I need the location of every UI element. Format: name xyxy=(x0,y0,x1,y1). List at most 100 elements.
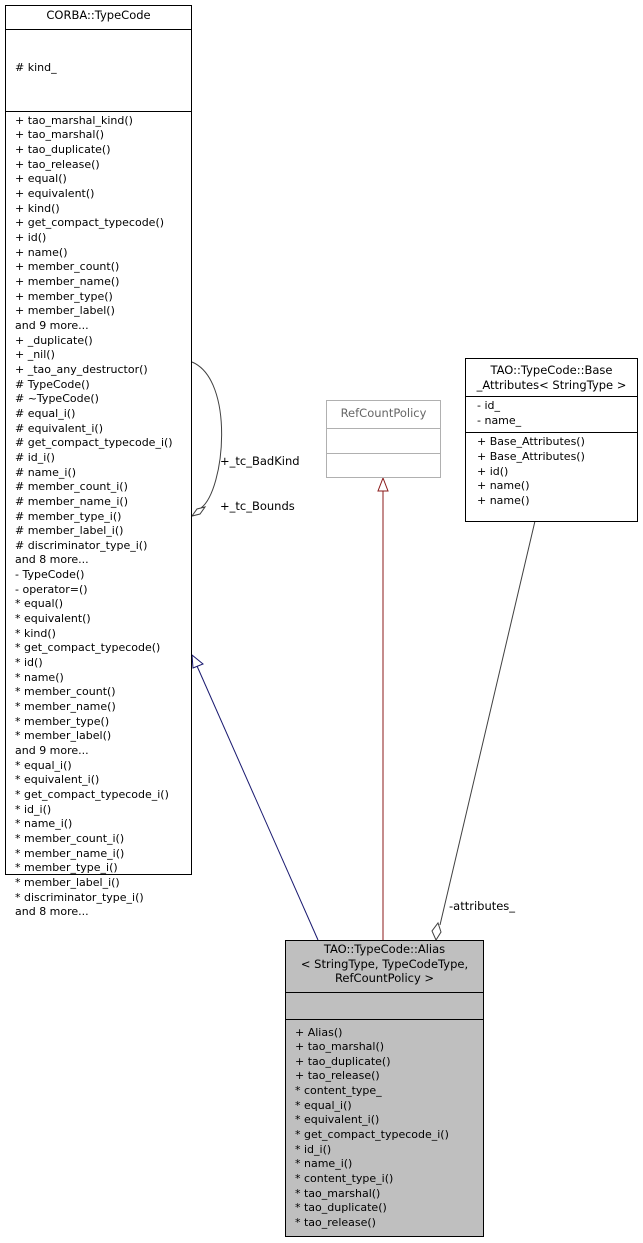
class-title: CORBA::TypeCode xyxy=(6,6,191,29)
operation-item: * discriminator_type_i() xyxy=(15,890,144,904)
class-title: TAO::TypeCode::Alias < StringType, TypeC… xyxy=(286,941,483,992)
operation-item: + _duplicate() xyxy=(15,333,93,347)
operation-item: + Alias() xyxy=(295,1025,343,1039)
operation-item: * member_name_i() xyxy=(15,846,125,860)
operation-item: * content_type_i() xyxy=(295,1172,394,1186)
operation-item: * kind() xyxy=(15,626,56,640)
operation-item: + _tao_any_destructor() xyxy=(15,362,148,376)
operation-item: + name() xyxy=(477,479,530,493)
operation-item: + tao_duplicate() xyxy=(15,143,111,157)
operation-item: * id_i() xyxy=(295,1142,332,1156)
operation-item: * id_i() xyxy=(15,802,52,816)
operation-item: and 9 more... xyxy=(15,318,89,332)
class-attributes-empty xyxy=(327,427,440,453)
class-title-line: RefCountPolicy xyxy=(340,406,427,420)
operation-item: * equal_i() xyxy=(295,1098,352,1112)
operation-item: + name() xyxy=(15,245,68,259)
operation-item: # member_label_i() xyxy=(15,524,124,538)
attribute-item: # kind_ xyxy=(15,60,57,74)
attribute-item: - name_ xyxy=(477,413,522,427)
operation-item: + Base_Attributes() xyxy=(477,435,585,449)
attribute-item: - id_ xyxy=(477,399,501,412)
operation-item: + tao_marshal() xyxy=(15,128,105,142)
operation-item: # member_count_i() xyxy=(15,480,128,494)
class-operations-empty xyxy=(327,452,440,476)
self-association-edge xyxy=(191,361,223,509)
attributes-edge-label: -attributes_ xyxy=(449,899,516,913)
class-box-alias[interactable]: TAO::TypeCode::Alias < StringType, TypeC… xyxy=(285,940,484,1237)
operation-item: * member_type() xyxy=(15,714,110,728)
attributes-aggregation-diamond xyxy=(431,921,442,942)
operation-item: # member_name_i() xyxy=(15,494,129,508)
operation-item: and 8 more... xyxy=(15,553,89,567)
operation-item: + member_label() xyxy=(15,304,115,318)
operation-item: + tao_release() xyxy=(15,157,100,171)
operation-item: # member_type_i() xyxy=(15,509,122,523)
operation-item: * member_count() xyxy=(15,685,116,699)
operation-item: * tao_marshal() xyxy=(295,1186,381,1200)
operation-item: * member_label() xyxy=(15,729,112,743)
attributes-association-edge xyxy=(439,520,536,926)
operation-item: * tao_duplicate() xyxy=(295,1201,387,1215)
operation-item: * equivalent() xyxy=(15,612,91,626)
operation-item: + Base_Attributes() xyxy=(477,449,585,463)
operation-item: * get_compact_typecode_i() xyxy=(295,1128,449,1142)
class-operations: + Alias()+ tao_marshal()+ tao_duplicate(… xyxy=(286,1018,483,1233)
class-attributes: - id_- name_ xyxy=(466,396,637,432)
self-assoc-label-1: +_tc_BadKind xyxy=(220,454,300,468)
operation-item: and 9 more... xyxy=(15,744,89,757)
class-title-line: < StringType, TypeCodeType, xyxy=(300,956,469,971)
operation-item: * member_name() xyxy=(15,700,116,714)
operation-item: * name() xyxy=(15,670,64,684)
operation-item: + tao_release() xyxy=(295,1069,380,1083)
operation-item: * content_type_ xyxy=(295,1084,382,1098)
aggregation-diamond xyxy=(190,506,207,517)
class-box-corba-typecode[interactable]: CORBA::TypeCode # kind_ + tao_marshal_ki… xyxy=(5,5,192,918)
self-assoc-label-2: +_tc_Bounds xyxy=(220,499,295,513)
class-box-refcountpolicy[interactable]: RefCountPolicy xyxy=(326,400,441,478)
self-assoc-label: +_tc_BadKind +_tc_Bounds xyxy=(220,424,300,529)
class-operations: + tao_marshal_kind()+ tao_marshal()+ tao… xyxy=(6,110,191,922)
inheritance-arrowhead xyxy=(191,653,204,669)
class-title: TAO::TypeCode::Base _Attributes< StringT… xyxy=(466,359,637,396)
operation-item: * name_i() xyxy=(295,1157,353,1171)
operation-item: # get_compact_typecode_i() xyxy=(15,436,173,450)
operation-item: * tao_release() xyxy=(295,1216,376,1230)
operation-item: # id_i() xyxy=(15,450,55,464)
operation-item: * equal() xyxy=(15,597,64,611)
class-box-base-attributes[interactable]: TAO::TypeCode::Base _Attributes< StringT… xyxy=(465,358,638,522)
operation-item: + member_count() xyxy=(15,260,120,274)
class-title-line: _Attributes< StringType > xyxy=(476,377,627,392)
operation-item: * id() xyxy=(15,656,43,670)
operation-item: * equivalent_i() xyxy=(15,773,100,787)
operation-item: # equivalent_i() xyxy=(15,421,103,435)
operation-item: # name_i() xyxy=(15,465,77,479)
template-arrowhead xyxy=(377,476,389,492)
inheritance-edge-typecode xyxy=(196,665,319,941)
operation-item: + member_type() xyxy=(15,289,113,303)
operation-item: * equivalent_i() xyxy=(295,1113,380,1127)
operation-item: + member_name() xyxy=(15,275,120,288)
operation-item: + tao_duplicate() xyxy=(295,1054,391,1068)
class-attributes-empty xyxy=(286,991,483,1019)
class-attributes: # kind_ xyxy=(6,28,191,111)
operation-item: + equal() xyxy=(15,172,67,186)
operation-item: # TypeCode() xyxy=(15,377,90,391)
class-title: RefCountPolicy xyxy=(327,401,440,428)
operation-item: + get_compact_typecode() xyxy=(15,216,165,230)
operation-item: - operator=() xyxy=(15,582,88,596)
operation-item: and 8 more... xyxy=(15,905,89,919)
operation-item: * get_compact_typecode_i() xyxy=(15,787,169,801)
operation-item: # ~TypeCode() xyxy=(15,392,99,406)
class-title-line: TAO::TypeCode::Base xyxy=(490,363,613,377)
operation-item: - TypeCode() xyxy=(15,568,85,582)
operation-item: * equal_i() xyxy=(15,758,72,772)
operation-item: * member_type_i() xyxy=(15,861,118,875)
class-title-line: TAO::TypeCode::Alias xyxy=(323,942,446,956)
operation-item: # discriminator_type_i() xyxy=(15,538,148,552)
operation-item: # equal_i() xyxy=(15,406,76,420)
class-operations: + Base_Attributes()+ Base_Attributes() + … xyxy=(466,432,637,510)
operation-item: + id() xyxy=(15,231,47,245)
operation-item: * member_count_i() xyxy=(15,831,125,845)
